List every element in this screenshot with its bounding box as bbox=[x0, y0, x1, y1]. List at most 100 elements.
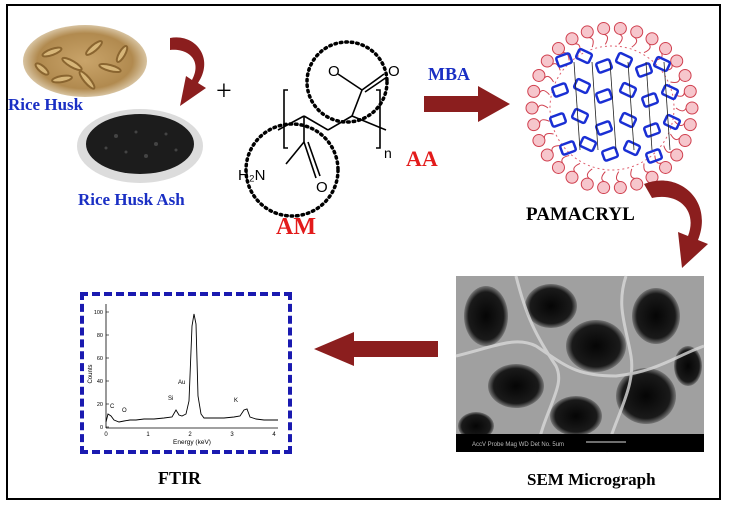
micelle-tail bbox=[543, 133, 554, 139]
spectrum-xlabel: Energy (keV) bbox=[173, 439, 211, 446]
micelle-head-bead bbox=[525, 101, 539, 115]
micelle-head-bead bbox=[527, 84, 541, 98]
micelle-head-bead bbox=[670, 148, 684, 162]
x-tick-label: 0 bbox=[104, 432, 108, 438]
peak-label-si: Si bbox=[168, 396, 173, 402]
y-tick-label: 80 bbox=[97, 333, 103, 339]
micelle-head-bead bbox=[630, 25, 644, 39]
rice-husk-label: Rice Husk bbox=[8, 95, 84, 114]
y-tick-label: 0 bbox=[100, 425, 103, 431]
polymer-chain-link bbox=[595, 120, 613, 136]
micelle-tail bbox=[654, 155, 662, 164]
polymer-chain-link bbox=[595, 88, 613, 104]
y-tick-label: 60 bbox=[97, 356, 103, 362]
oxygen-label-2: O bbox=[388, 63, 400, 80]
crosslink-line bbox=[573, 61, 581, 151]
peak-label-o: O bbox=[122, 408, 127, 414]
micelle-head-bead bbox=[630, 177, 644, 191]
polymer-chain-link bbox=[635, 62, 653, 78]
rice-husk-ash-label: Rice Husk Ash bbox=[78, 190, 185, 209]
y-tick-label: 40 bbox=[97, 379, 103, 385]
micelle-head-bead bbox=[683, 118, 697, 132]
micelle-head-bead bbox=[532, 134, 546, 148]
micelle-tail bbox=[561, 155, 570, 164]
y-tick-label: 20 bbox=[97, 402, 103, 408]
micelle-head-bead bbox=[540, 54, 554, 68]
x-tick-label: 3 bbox=[230, 432, 234, 438]
micelle-head-bead bbox=[683, 84, 697, 98]
micelle-tail bbox=[589, 37, 594, 48]
aa-label: AA bbox=[406, 146, 438, 171]
peak-label-c: C bbox=[110, 404, 115, 410]
micelle-head-bead bbox=[565, 32, 579, 46]
polymer-chain-link bbox=[614, 51, 634, 69]
acrylamide-acrylic-acid-structure: O O O H₂N n bbox=[238, 40, 400, 218]
micelle-tail bbox=[643, 163, 650, 173]
micelle-head-bead bbox=[645, 32, 659, 46]
am-label: AM bbox=[276, 214, 316, 240]
polymer-chain-link bbox=[574, 47, 594, 65]
micelle-tail bbox=[551, 145, 561, 152]
micelle-tail bbox=[539, 119, 550, 124]
polymer-chain-link bbox=[601, 146, 619, 162]
micelle-tail bbox=[573, 162, 581, 173]
polymer-chain-link bbox=[549, 112, 567, 128]
polymer-chain-link bbox=[645, 148, 663, 164]
micelle-head-bead bbox=[551, 42, 565, 56]
pamacryl-structure bbox=[525, 21, 699, 195]
micelle-head-bead bbox=[685, 101, 699, 115]
crosslink-line bbox=[609, 61, 617, 151]
micelle-head-bead bbox=[613, 21, 627, 35]
micelle-tail bbox=[631, 37, 638, 48]
micelle-tail bbox=[574, 43, 581, 53]
arrow-to-ftir bbox=[314, 332, 438, 366]
peak-label-au: Au bbox=[178, 380, 185, 386]
micelle-head-bead bbox=[613, 181, 627, 195]
polymer-chain-link bbox=[555, 52, 573, 68]
spectrum-line bbox=[105, 313, 278, 423]
polymer-chain-link bbox=[660, 83, 680, 101]
crosslink-line bbox=[591, 61, 599, 151]
polymer-chain-link bbox=[622, 139, 642, 157]
micelle-head-bead bbox=[670, 54, 684, 68]
oxygen-label-3: O bbox=[316, 179, 328, 196]
x-tick-label: 1 bbox=[146, 432, 150, 438]
ftir-label: FTIR bbox=[158, 468, 202, 488]
x-tick-label: 4 bbox=[272, 432, 276, 438]
micelle-tail bbox=[537, 104, 549, 109]
micelle-head-bead bbox=[678, 68, 692, 82]
rice-husk-ash-image bbox=[77, 109, 203, 183]
micelle-tail bbox=[601, 171, 606, 183]
micelle-head-bead bbox=[565, 170, 579, 184]
micelle-tail bbox=[604, 33, 609, 45]
micelle-tail bbox=[539, 89, 550, 96]
pamacryl-label: PAMACRYL bbox=[526, 204, 635, 225]
micelle-head-bead bbox=[659, 42, 673, 56]
micelle-head-bead bbox=[540, 148, 554, 162]
micelle-tail bbox=[630, 168, 635, 179]
micelle-head-bead bbox=[678, 134, 692, 148]
polymer-chain-link bbox=[618, 111, 638, 129]
mba-label: MBA bbox=[428, 64, 470, 84]
plus-sign: + bbox=[216, 76, 232, 107]
arrow-to-pamacryl bbox=[424, 86, 510, 122]
sem-info-bar: AccV Probe Mag WD Det No. 5um bbox=[472, 442, 564, 448]
crosslink-line bbox=[645, 61, 653, 151]
micelle-tail bbox=[551, 63, 561, 71]
micelle-head-bead bbox=[551, 160, 565, 174]
micelle-tail bbox=[670, 77, 681, 83]
amine-label: H₂N bbox=[238, 167, 266, 184]
y-tick-label: 100 bbox=[94, 310, 103, 316]
polymer-chain-link bbox=[578, 135, 598, 153]
polymer-chain-link bbox=[595, 58, 613, 74]
curved-arrow-husk-to-ash bbox=[170, 37, 206, 106]
micelle-tail bbox=[618, 33, 623, 45]
polymer-chain-link bbox=[551, 82, 569, 98]
sem-micrograph-label: SEM Micrograph bbox=[527, 470, 656, 489]
crosslink-line bbox=[663, 61, 671, 151]
repeat-unit-n: n bbox=[384, 145, 392, 161]
micelle-head-bead bbox=[659, 160, 673, 174]
micelle-tail bbox=[544, 75, 554, 83]
